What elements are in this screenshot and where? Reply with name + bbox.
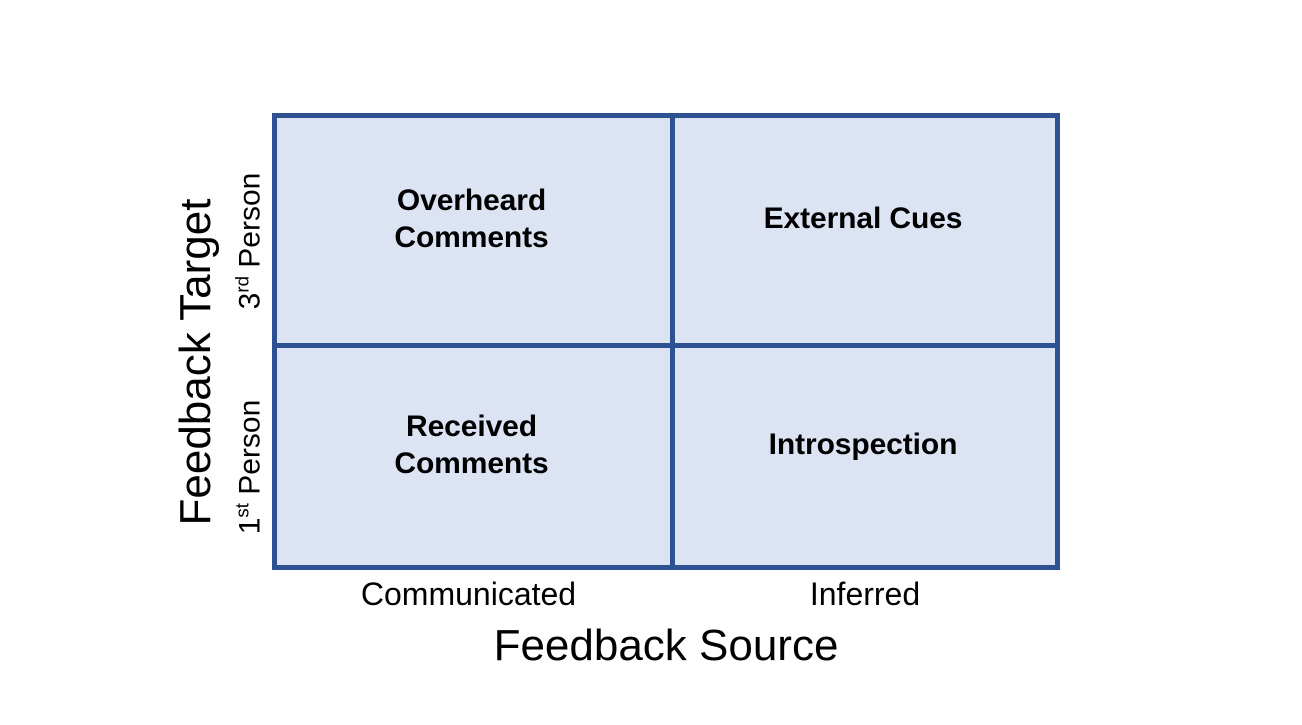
quadrant-matrix: Overheard Comments External Cues Receive… — [272, 113, 1060, 570]
quadrant-external-cues[interactable]: External Cues — [670, 118, 1055, 343]
y-axis-title: Feedback Target — [171, 198, 220, 526]
x-axis-tick-inferred: Inferred — [809, 576, 921, 612]
y-axis-tick-1st-person: 1st Person — [232, 355, 267, 580]
y-tick-top-word: Person — [233, 172, 267, 277]
y-tick-bottom-number: 1 — [233, 517, 267, 535]
x-axis-tick-communicated: Communicated — [360, 576, 577, 612]
y-tick-top-ordinal: rd — [231, 276, 253, 293]
quadrant-received-comments[interactable]: Received Comments — [277, 343, 670, 565]
quadrant-label: Introspection — [768, 428, 958, 462]
y-tick-bottom-ordinal: st — [231, 503, 253, 518]
y-tick-top-number: 3 — [233, 292, 267, 310]
y-tick-bottom-word: Person — [233, 399, 267, 504]
quadrant-label: Received Comments — [394, 409, 549, 480]
quadrant-label: Overheard Comments — [394, 183, 549, 254]
quadrant-overheard-comments[interactable]: Overheard Comments — [277, 118, 670, 343]
quadrant-label: External Cues — [763, 202, 963, 236]
x-axis-title: Feedback Source — [493, 621, 839, 670]
quadrant-introspection[interactable]: Introspection — [670, 343, 1055, 565]
y-axis-tick-3rd-person: 3rd Person — [232, 129, 267, 354]
